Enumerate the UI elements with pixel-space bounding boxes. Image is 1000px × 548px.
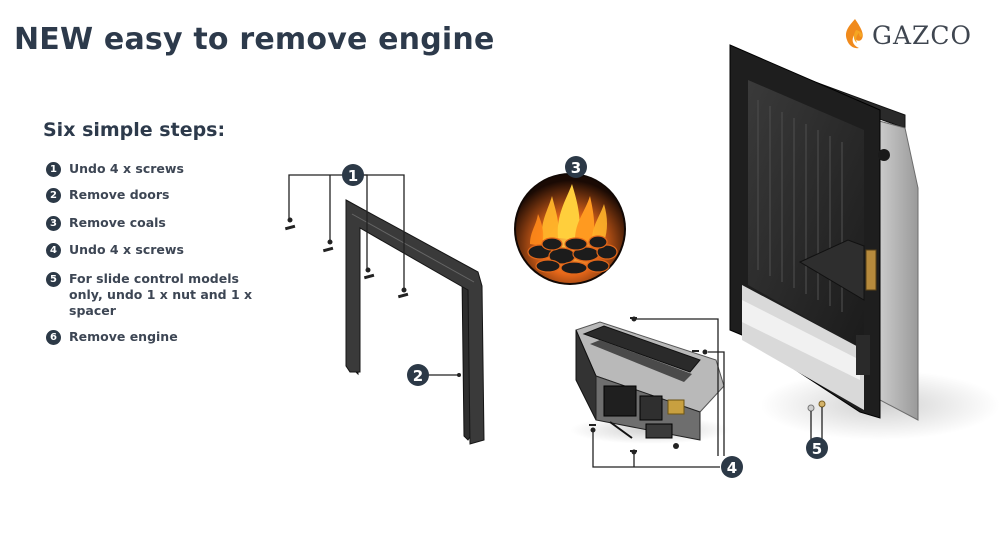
step-item: 4 Undo 4 x screws — [46, 242, 184, 258]
step-label: Undo 4 x screws — [69, 161, 184, 176]
callout-1: 1 — [342, 164, 364, 186]
step-label: Remove coals — [69, 215, 166, 230]
screw-icon — [692, 349, 708, 355]
screw-icon — [284, 217, 296, 231]
fire-box — [729, 44, 1000, 440]
screw-icon — [630, 449, 637, 455]
screw-group-step1 — [284, 217, 409, 299]
callout-5: 5 — [806, 437, 828, 459]
step-item: 2 Remove doors — [46, 187, 169, 203]
screw-icon — [322, 239, 334, 253]
callout-4: 4 — [721, 456, 743, 478]
brand-logo: GAZCO — [842, 18, 972, 52]
step-number-badge: 2 — [46, 188, 61, 203]
screw-icon — [363, 267, 375, 280]
screw-icon — [630, 316, 637, 322]
screw-group-step4 — [589, 316, 708, 455]
brand-name: GAZCO — [872, 20, 973, 50]
burner-engine — [570, 321, 730, 449]
step-number-badge: 5 — [46, 272, 61, 287]
svg-text:2: 2 — [413, 367, 423, 385]
step-item: 1 Undo 4 x screws — [46, 161, 184, 177]
step-number-badge: 6 — [46, 330, 61, 345]
step-item: 3 Remove coals — [46, 215, 166, 231]
svg-text:4: 4 — [727, 459, 737, 477]
step-item: 6 Remove engine — [46, 329, 178, 345]
screw-icon — [397, 287, 409, 299]
coals-bed — [514, 173, 626, 285]
flame-icon — [845, 19, 863, 49]
leader-lines-step4 — [592, 318, 725, 468]
step-number-badge: 3 — [46, 216, 61, 231]
step-label: Undo 4 x screws — [69, 242, 184, 257]
nut-spacer-group — [807, 400, 826, 440]
step-number-badge: 1 — [46, 162, 61, 177]
step-label: For slide control models only, undo 1 x … — [69, 271, 253, 318]
steps-title: Six simple steps: — [43, 119, 226, 141]
page-title: NEW easy to remove engine — [14, 22, 495, 57]
screw-icon — [589, 424, 596, 433]
callout-2: 2 — [407, 364, 461, 386]
step-label: Remove engine — [69, 329, 178, 344]
svg-text:3: 3 — [571, 159, 581, 177]
step-number-badge: 4 — [46, 243, 61, 258]
svg-text:5: 5 — [812, 440, 822, 458]
door-frame — [345, 199, 485, 445]
step-label: Remove doors — [69, 187, 170, 202]
svg-text:1: 1 — [348, 167, 358, 185]
callout-3: 3 — [565, 156, 587, 178]
step-item: 5 For slide control models only, undo 1 … — [46, 271, 266, 319]
